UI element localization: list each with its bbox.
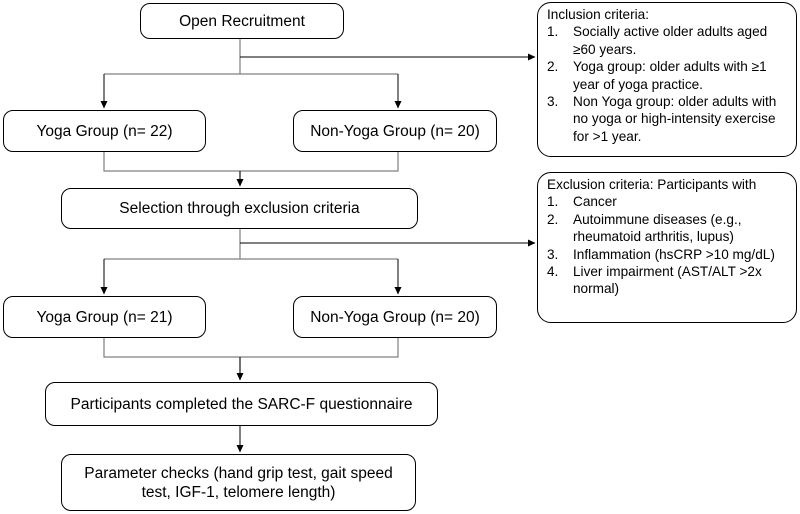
list-item-number: 1. — [547, 194, 559, 210]
inclusion-criteria-box: Inclusion criteria: 1. Socially active o… — [537, 2, 797, 157]
list-item: 1. Cancer — [547, 193, 788, 210]
list-item-number: 2. — [547, 59, 559, 75]
exclusion-criteria-title: Exclusion criteria: Participants with — [547, 177, 757, 192]
list-item-number: 3. — [547, 246, 559, 262]
list-item-number: 4. — [547, 264, 559, 280]
selection-box: Selection through exclusion criteria — [61, 188, 418, 229]
exclusion-criteria-box: Exclusion criteria: Participants with 1.… — [537, 172, 797, 323]
list-item: 3. Non Yoga group: older adults with no … — [547, 93, 788, 145]
connector-recruitment-split — [104, 38, 398, 75]
non-yoga-group-initial-label: Non-Yoga Group (n= 20) — [310, 122, 480, 140]
list-item-text: Yoga group: older adults with ≥1 year of… — [573, 59, 767, 92]
list-item-text: Inflammation (hsCRP >10 mg/dL) — [573, 246, 775, 262]
list-item: 2. Yoga group: older adults with ≥1 year… — [547, 58, 788, 93]
selection-label: Selection through exclusion criteria — [119, 200, 360, 217]
non-yoga-group-initial-box: Non-Yoga Group (n= 20) — [293, 110, 497, 152]
open-recruitment-box: Open Recruitment — [140, 3, 344, 39]
list-item: 2. Autoimmune diseases (e.g., rheumatoid… — [547, 211, 788, 246]
yoga-group-initial-box: Yoga Group (n= 22) — [3, 110, 206, 152]
open-recruitment-label: Open Recruitment — [179, 12, 305, 30]
non-yoga-group-final-box: Non-Yoga Group (n= 20) — [293, 296, 497, 338]
yoga-group-initial-label: Yoga Group (n= 22) — [36, 122, 173, 140]
connector-merge-sarcf — [103, 337, 399, 380]
exclusion-criteria-list: 1. Cancer 2. Autoimmune diseases (e.g., … — [547, 193, 788, 297]
non-yoga-group-final-label: Non-Yoga Group (n= 20) — [310, 308, 480, 326]
list-item-number: 3. — [547, 94, 559, 110]
list-item: 1. Socially active older adults aged ≥60… — [547, 23, 788, 58]
inclusion-criteria-list: 1. Socially active older adults aged ≥60… — [547, 23, 788, 145]
list-item-number: 1. — [547, 24, 559, 40]
yoga-group-final-box: Yoga Group (n= 21) — [3, 296, 206, 338]
list-item-text: Liver impairment (AST/ALT >2x normal) — [573, 264, 762, 297]
connector-merge-selection — [103, 151, 399, 186]
sarcf-label: Participants completed the SARC-F questi… — [70, 395, 413, 413]
sarcf-box: Participants completed the SARC-F questi… — [45, 382, 438, 426]
list-item-number: 2. — [547, 211, 559, 227]
list-item-text: Non Yoga group: older adults with no yog… — [573, 94, 777, 144]
list-item-text: Cancer — [573, 194, 617, 210]
list-item: 3. Inflammation (hsCRP >10 mg/dL) — [547, 246, 788, 263]
list-item-text: Socially active older adults aged ≥60 ye… — [573, 24, 768, 57]
list-item-text: Autoimmune diseases (e.g., rheumatoid ar… — [573, 211, 742, 245]
yoga-group-final-label: Yoga Group (n= 21) — [36, 308, 173, 326]
inclusion-criteria-title: Inclusion criteria: — [547, 7, 649, 22]
list-item: 4. Liver impairment (AST/ALT >2x normal) — [547, 263, 788, 298]
parameter-checks-box: Parameter checks (hand grip test, gait s… — [61, 454, 416, 511]
parameter-checks-label: Parameter checks (hand grip test, gait s… — [84, 464, 393, 501]
